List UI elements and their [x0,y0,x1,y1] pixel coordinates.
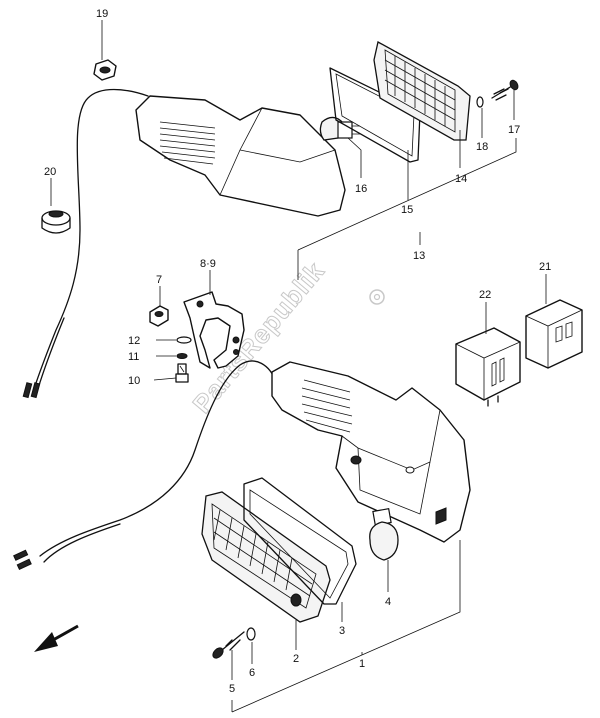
callout-13: 13 [413,250,425,262]
callout-4: 4 [385,596,391,608]
grommet-20 [41,210,71,234]
front-turn-signal-assembly [13,360,471,659]
screw-17 [491,79,519,101]
callout-3: 3 [339,625,345,637]
callout-22: 22 [479,289,491,301]
callout-16: 16 [355,183,367,195]
upper-wire-2 [35,317,65,396]
nut-19 [93,59,117,81]
callout-2: 2 [293,653,299,665]
bulb-4 [369,508,399,561]
upper-wire-connectors [22,382,41,399]
callout-14: 14 [455,173,467,185]
relay-21 [525,299,583,369]
callout-21: 21 [539,261,551,273]
screw-10 [175,363,189,383]
washer-6 [246,627,256,641]
lower-wire [39,360,277,557]
callout-12: 12 [128,335,140,347]
front-lens-2 [201,491,331,623]
callout-6: 6 [249,667,255,679]
callout-18: 18 [476,141,488,153]
bracket-8-9 [183,291,245,369]
screw-5 [212,631,245,659]
rear-signal-bellows [159,121,216,165]
front-signal-bellows [301,379,353,433]
gasket-3 [243,477,357,605]
callout-17: 17 [508,124,520,136]
nut-7 [149,305,169,327]
washer-12 [176,336,192,344]
relay-22 [455,327,521,407]
callout-20: 20 [44,166,56,178]
washer-18 [476,96,484,108]
callout-15: 15 [401,204,413,216]
callout-8-9: 8·9 [200,258,216,270]
callout-1: 1 [359,658,365,670]
watermark-gear-icon [369,289,385,305]
washer-11 [176,353,188,359]
callout-19: 19 [96,8,108,20]
arrow-down-left-icon [34,624,79,652]
lower-wire-connectors [13,549,32,571]
callout-11: 11 [128,351,139,363]
rear-turn-signal-assembly [22,41,519,399]
callout-labels: 19 20 16 15 14 18 17 13 8·9 7 12 11 10 2… [44,8,551,695]
rear-signal-housing [135,95,346,217]
callout-7: 7 [156,274,162,286]
leader-lines [50,20,547,713]
upper-wire [31,88,149,396]
callout-5: 5 [229,683,235,695]
rear-lens-14 [373,41,471,141]
callout-10: 10 [128,375,140,387]
bulb-16 [319,116,360,141]
front-signal-housing [271,361,471,543]
